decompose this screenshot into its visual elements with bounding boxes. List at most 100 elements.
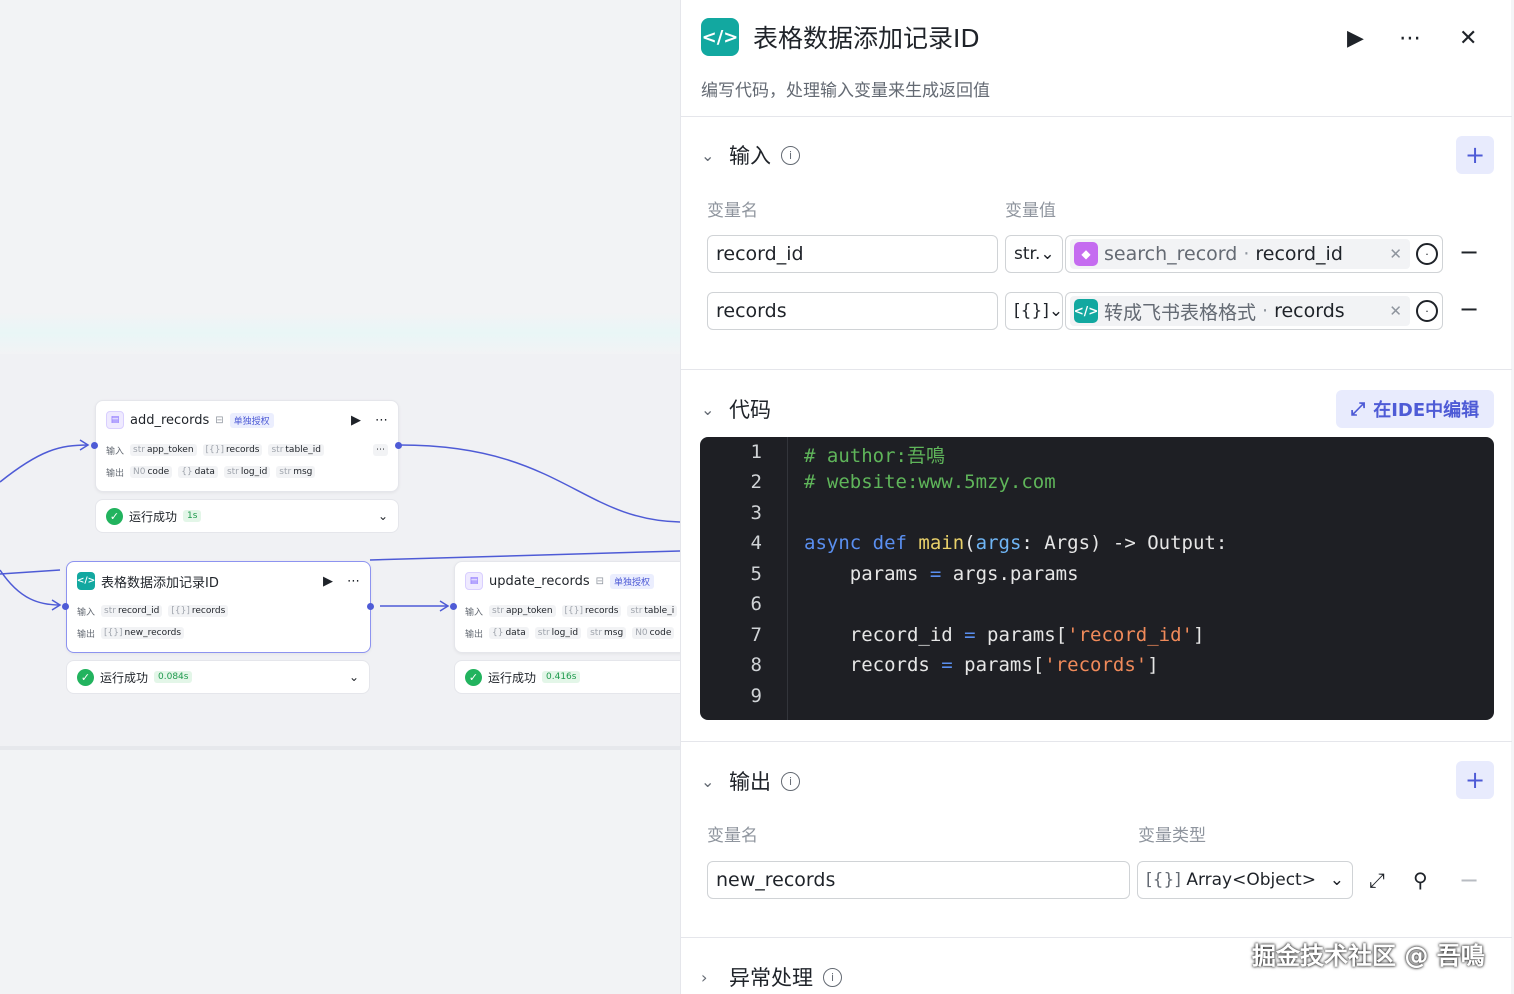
chevron-down-icon[interactable]: ⌄ bbox=[348, 670, 359, 684]
cube-icon: ◆ bbox=[1074, 242, 1098, 266]
param-chip: [{}]records bbox=[561, 605, 622, 617]
type-select[interactable]: [{}]⌄ bbox=[1005, 292, 1063, 330]
panel-title[interactable]: 表格数据添加记录ID bbox=[753, 24, 980, 53]
clear-icon[interactable]: ✕ bbox=[1389, 245, 1402, 263]
info-icon[interactable]: i bbox=[781, 771, 800, 791]
output-type-select[interactable]: [{}] Array<Object> ⌄ bbox=[1137, 861, 1353, 899]
variable-reference[interactable]: </> 转成飞书表格格式 · records ✕ · bbox=[1065, 292, 1443, 330]
divider bbox=[681, 741, 1512, 742]
output-section-header[interactable]: ⌄ 输出 i bbox=[701, 766, 800, 796]
run-icon[interactable]: ▶ bbox=[1347, 26, 1364, 51]
input-port[interactable] bbox=[450, 603, 457, 610]
input-section-header[interactable]: ⌄ 输入 i bbox=[701, 140, 800, 170]
chevron-down-icon[interactable]: ⌄ bbox=[701, 399, 715, 419]
code-line: # website:www.5mzy.com bbox=[804, 471, 1056, 493]
param-chip: [{}]new_records bbox=[101, 627, 185, 639]
run-icon[interactable]: ▶ bbox=[351, 412, 361, 428]
line-number: 4 bbox=[750, 532, 762, 554]
more-params-icon[interactable]: ⋯ bbox=[373, 444, 388, 456]
param-chip: {}data bbox=[178, 466, 218, 478]
chevron-down-icon[interactable]: ⌄ bbox=[377, 509, 388, 523]
chevron-down-icon[interactable]: ⌄ bbox=[701, 145, 715, 165]
input-name-field[interactable]: record_id bbox=[707, 235, 998, 273]
section-title: 输出 bbox=[729, 770, 771, 794]
add-input-button[interactable]: + bbox=[1456, 136, 1494, 174]
type-select[interactable]: str.⌄ bbox=[1005, 235, 1063, 273]
more-icon[interactable]: ⋯ bbox=[347, 573, 360, 589]
divider bbox=[681, 369, 1512, 370]
array-type: [{}] Array<Object> bbox=[1146, 870, 1316, 890]
line-gutter: 1 2 3 4 5 6 7 8 9 bbox=[700, 437, 788, 720]
add-output-button[interactable]: + bbox=[1456, 761, 1494, 799]
more-icon[interactable]: ⋯ bbox=[375, 412, 388, 428]
input-port[interactable] bbox=[91, 442, 98, 449]
time-badge: 1s bbox=[183, 510, 202, 522]
more-icon[interactable]: ⋯ bbox=[1399, 26, 1421, 51]
chevron-down-icon: ⌄ bbox=[1040, 244, 1055, 264]
target-icon[interactable]: · bbox=[1416, 243, 1438, 265]
expand-icon[interactable]: ⤢ bbox=[1369, 868, 1385, 892]
output-label: 输出 bbox=[465, 629, 484, 640]
code-icon: </> bbox=[701, 18, 739, 56]
type-value: str. bbox=[1014, 244, 1041, 264]
chevron-down-icon: ⌄ bbox=[1048, 301, 1064, 321]
time-badge: 0.084s bbox=[154, 671, 193, 683]
auth-badge[interactable]: 单独授权 bbox=[229, 412, 274, 428]
add-child-icon[interactable]: ⚲ bbox=[1413, 868, 1428, 892]
code-line: # author:吾鳴 bbox=[804, 445, 945, 467]
ref-field: record_id bbox=[1255, 243, 1343, 265]
input-label: 输入 bbox=[465, 607, 484, 618]
table-icon: ▤ bbox=[106, 411, 124, 429]
code-section-header[interactable]: ⌄ 代码 bbox=[701, 394, 771, 424]
array-icon: [{}] bbox=[1146, 870, 1181, 890]
section-title: 异常处理 bbox=[729, 966, 813, 990]
output-label: 输出 bbox=[106, 468, 125, 479]
check-icon: ✓ bbox=[77, 668, 94, 686]
output-port[interactable] bbox=[395, 442, 402, 449]
variable-reference[interactable]: ◆ search_record · record_id ✕ · bbox=[1065, 235, 1443, 273]
code-editor[interactable]: 1 2 3 4 5 6 7 8 9 # author:吾鳴 # website:… bbox=[700, 437, 1494, 720]
auth-icon: ⊟ bbox=[595, 575, 604, 587]
code-icon: </> bbox=[77, 572, 95, 590]
clear-icon[interactable]: ✕ bbox=[1389, 302, 1402, 320]
edit-in-ide-button[interactable]: ⤢ 在IDE中编辑 bbox=[1336, 390, 1494, 428]
line-number: 8 bbox=[750, 654, 762, 676]
ref-source: 转成飞书表格格式 bbox=[1104, 301, 1257, 324]
remove-row-button[interactable]: − bbox=[1459, 295, 1480, 323]
line-number: 6 bbox=[750, 593, 762, 615]
run-status[interactable]: ✓ 运行成功 0.416s bbox=[454, 660, 680, 694]
remove-row-button[interactable]: − bbox=[1459, 238, 1480, 266]
run-icon[interactable]: ▶ bbox=[323, 573, 333, 589]
col-header-type: 变量类型 bbox=[1138, 826, 1206, 846]
close-icon[interactable]: ✕ bbox=[1459, 26, 1478, 51]
input-name-field[interactable]: records bbox=[707, 292, 998, 330]
panel-subtitle: 编写代码，处理输入变量来生成返回值 bbox=[701, 81, 990, 101]
chevron-right-icon[interactable]: › bbox=[701, 967, 708, 987]
run-status[interactable]: ✓ 运行成功 0.084s ⌄ bbox=[66, 660, 370, 694]
output-port[interactable] bbox=[367, 603, 374, 610]
node-title: update_records bbox=[489, 573, 590, 589]
check-icon: ✓ bbox=[106, 507, 123, 525]
status-text: 运行成功 bbox=[488, 670, 537, 685]
param-chip: [{}]records bbox=[202, 444, 263, 456]
auth-badge[interactable]: 单独授权 bbox=[610, 573, 655, 589]
remove-row-button[interactable]: − bbox=[1459, 866, 1480, 894]
info-icon[interactable]: i bbox=[823, 967, 842, 987]
exception-section-header[interactable]: › 异常处理 i bbox=[701, 962, 842, 992]
input-port[interactable] bbox=[62, 603, 69, 610]
output-name-field[interactable]: new_records bbox=[707, 861, 1130, 899]
run-status[interactable]: ✓ 运行成功 1s ⌄ bbox=[95, 499, 399, 533]
target-icon[interactable]: · bbox=[1416, 300, 1438, 322]
node-config-panel: </> 表格数据添加记录ID ▶ ⋯ ✕ 编写代码，处理输入变量来生成返回值 ⌄… bbox=[680, 0, 1512, 994]
chevron-down-icon[interactable]: ⌄ bbox=[701, 771, 715, 791]
info-icon[interactable]: i bbox=[781, 145, 800, 165]
